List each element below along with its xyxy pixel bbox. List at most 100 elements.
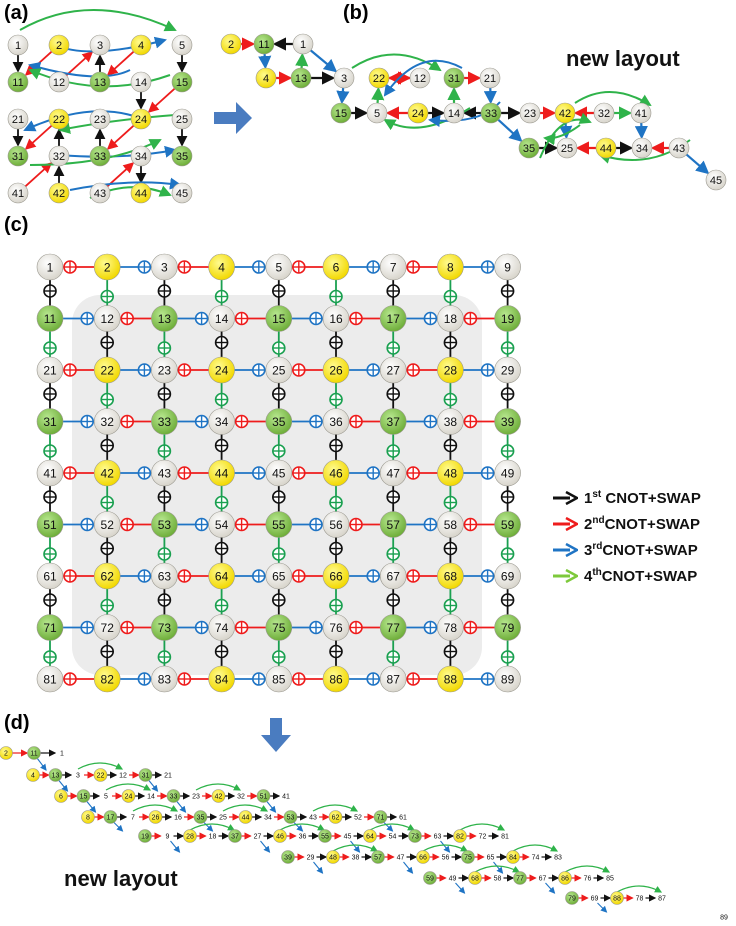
svg-text:13: 13 bbox=[94, 77, 106, 89]
svg-text:18: 18 bbox=[444, 312, 458, 326]
layout-d-label: 72 bbox=[479, 834, 487, 841]
arrow bbox=[309, 49, 338, 73]
svg-text:21: 21 bbox=[12, 114, 24, 126]
cnot-target-symbol bbox=[194, 311, 209, 326]
svg-text:87: 87 bbox=[387, 672, 401, 686]
grid-node: 56 bbox=[322, 511, 350, 538]
layout-d-node: 82 bbox=[453, 829, 467, 843]
curved-arrow bbox=[422, 844, 469, 852]
cnot-target-symbol bbox=[443, 438, 458, 453]
layout-d-node: 53 bbox=[283, 810, 298, 824]
cnot-target-symbol bbox=[43, 547, 57, 561]
svg-text:8: 8 bbox=[447, 260, 454, 274]
svg-text:29: 29 bbox=[501, 363, 515, 377]
arrow bbox=[113, 821, 124, 832]
grid-node: 87 bbox=[379, 665, 407, 693]
cnot-target-symbol bbox=[80, 414, 94, 429]
grid-node: 72 bbox=[93, 614, 121, 641]
svg-text:5: 5 bbox=[374, 108, 380, 120]
small-grid-node: 13 bbox=[89, 71, 111, 93]
layout-d-node: 15 bbox=[76, 789, 91, 803]
cnot-target-symbol bbox=[271, 341, 286, 355]
cnot-target-symbol bbox=[194, 517, 209, 532]
cnot-target-symbol bbox=[100, 289, 114, 304]
layout-d-label: 27 bbox=[254, 834, 262, 841]
svg-text:82: 82 bbox=[101, 672, 115, 686]
cnot-target-symbol bbox=[177, 260, 192, 274]
cnot-target-symbol bbox=[349, 517, 363, 532]
curved-arrow bbox=[543, 124, 581, 146]
svg-text:57: 57 bbox=[387, 518, 401, 532]
svg-text:33: 33 bbox=[485, 108, 497, 120]
cnot-target-symbol bbox=[366, 260, 381, 274]
svg-text:11: 11 bbox=[258, 39, 269, 51]
svg-text:46: 46 bbox=[329, 466, 343, 480]
svg-text:22: 22 bbox=[97, 773, 105, 780]
svg-text:44: 44 bbox=[600, 143, 612, 155]
svg-text:34: 34 bbox=[135, 151, 147, 163]
grid-node: 79 bbox=[494, 614, 521, 641]
svg-text:45: 45 bbox=[272, 466, 286, 480]
cnot-target-symbol bbox=[177, 672, 192, 686]
svg-text:14: 14 bbox=[215, 312, 229, 326]
arrow bbox=[336, 87, 350, 105]
cnot-target-symbol bbox=[251, 260, 266, 274]
layout-d-node: 88 bbox=[610, 891, 624, 905]
small-grid-node: 31 bbox=[7, 145, 29, 167]
svg-text:44: 44 bbox=[135, 188, 147, 200]
cnot-target-symbol bbox=[100, 644, 114, 659]
svg-text:52: 52 bbox=[101, 518, 115, 532]
layout-b-node: 1 bbox=[292, 33, 314, 55]
layout-d-label: 47 bbox=[397, 855, 405, 862]
grid-node: 85 bbox=[265, 665, 293, 693]
grid-node: 81 bbox=[36, 665, 64, 693]
cnot-target-symbol bbox=[100, 495, 114, 510]
cnot-target-symbol bbox=[291, 672, 306, 686]
svg-text:3: 3 bbox=[161, 260, 168, 274]
cnot-target-symbol bbox=[386, 593, 401, 607]
grid-node: 82 bbox=[93, 665, 121, 693]
layout-d-label: 38 bbox=[352, 855, 360, 862]
cnot-target-symbol bbox=[271, 444, 286, 458]
cnot-target-symbol bbox=[251, 569, 266, 583]
svg-text:71: 71 bbox=[43, 621, 57, 635]
svg-text:53: 53 bbox=[287, 815, 295, 822]
layout-d-node: 6 bbox=[54, 789, 68, 803]
cnot-target-symbol bbox=[100, 438, 114, 453]
svg-text:64: 64 bbox=[215, 569, 229, 583]
svg-text:42: 42 bbox=[101, 466, 115, 480]
layout-b-node: 43 bbox=[668, 137, 690, 159]
cnot-target-symbol bbox=[214, 644, 229, 659]
curved-arrow bbox=[616, 885, 663, 893]
cnot-target-symbol bbox=[120, 620, 134, 635]
grid-node: 41 bbox=[36, 459, 64, 487]
legend-arrow-icon bbox=[553, 543, 578, 557]
svg-text:64: 64 bbox=[366, 834, 374, 841]
curved-arrow bbox=[189, 823, 236, 831]
layout-d-node: 62 bbox=[328, 810, 343, 824]
svg-text:26: 26 bbox=[329, 363, 343, 377]
small-grid-node: 23 bbox=[89, 108, 111, 130]
cnot-target-symbol bbox=[480, 260, 495, 274]
cnot-target-symbol bbox=[234, 517, 249, 532]
cnot-target-symbol bbox=[43, 284, 57, 298]
arrow bbox=[258, 53, 272, 70]
svg-text:23: 23 bbox=[524, 108, 536, 120]
cnot-target-symbol bbox=[349, 311, 363, 326]
layout-d-label: 54 bbox=[389, 834, 397, 841]
layout-b-node: 13 bbox=[290, 67, 312, 89]
small-grid-node: 12 bbox=[48, 71, 70, 93]
cnot-target-symbol bbox=[480, 466, 495, 480]
svg-text:15: 15 bbox=[80, 794, 88, 801]
curved-arrow bbox=[474, 865, 521, 873]
svg-text:81: 81 bbox=[43, 672, 57, 686]
arrow bbox=[203, 821, 214, 832]
grid-node: 15 bbox=[265, 305, 293, 332]
svg-text:74: 74 bbox=[215, 621, 229, 635]
grid-node: 2 bbox=[93, 253, 121, 281]
small-grid-node: 43 bbox=[89, 182, 111, 204]
layout-d-label: 3 bbox=[76, 773, 80, 780]
grid-node: 45 bbox=[265, 459, 293, 487]
cnot-target-symbol bbox=[214, 289, 229, 304]
grid-node: 83 bbox=[151, 665, 178, 693]
